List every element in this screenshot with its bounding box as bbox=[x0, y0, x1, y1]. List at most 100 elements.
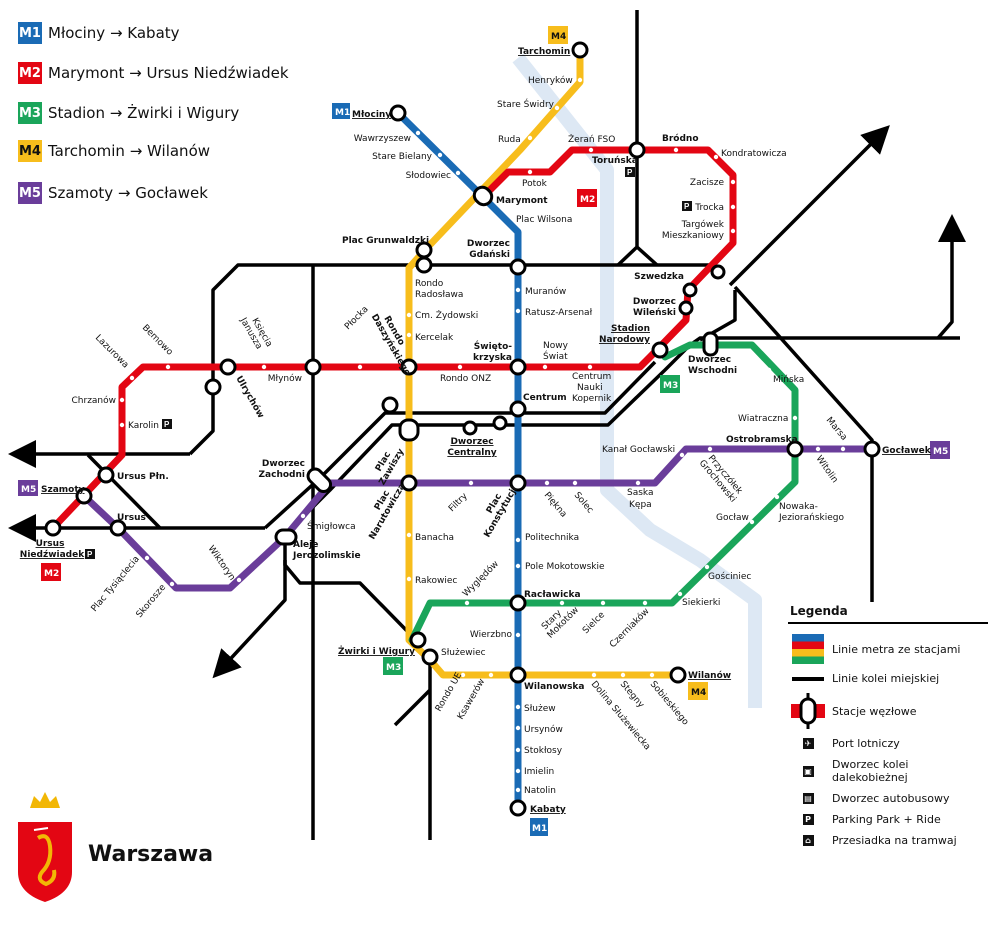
svg-text:P: P bbox=[684, 202, 690, 211]
station-label: Plac Grunwaldzki bbox=[342, 236, 429, 246]
station-label: Banacha bbox=[415, 533, 454, 543]
line-m4[interactable] bbox=[405, 46, 682, 679]
station-label: Witolin bbox=[814, 454, 840, 485]
svg-text:M3: M3 bbox=[663, 381, 678, 391]
legend-item: ✈ Port lotniczy bbox=[790, 737, 1000, 750]
route-label: Szamoty → Gocławek bbox=[48, 184, 208, 202]
station-label: KsięciaJanusza bbox=[237, 310, 274, 353]
station-label: Skorosze bbox=[135, 582, 169, 619]
station-label: Kondratowicza bbox=[721, 149, 787, 159]
station-label: Śmigłowca bbox=[307, 520, 356, 532]
legend-title: Legenda bbox=[790, 604, 848, 618]
svg-text:M1: M1 bbox=[532, 824, 547, 834]
svg-text:M5: M5 bbox=[21, 485, 36, 495]
legend-item: P Parking Park + Ride bbox=[790, 813, 1000, 826]
rail-line bbox=[733, 285, 874, 602]
m3-badge: M3 bbox=[18, 102, 42, 124]
station-label: Wiatraczna bbox=[738, 414, 788, 424]
svg-text:M2: M2 bbox=[44, 569, 59, 579]
station-label: Politechnika bbox=[525, 533, 579, 543]
legend-item: ▤ Dworzec autobusowy bbox=[790, 792, 1000, 805]
station-label: Ruda bbox=[498, 135, 521, 145]
svg-text:M4: M4 bbox=[691, 688, 706, 698]
station-label: Sielce bbox=[581, 610, 607, 636]
legend-item: Linie kolei miejskiej bbox=[790, 672, 1000, 685]
svg-text:M1: M1 bbox=[335, 108, 350, 118]
station-label: Bródno bbox=[662, 133, 699, 144]
legend-item: ⌂ Przesiadka na tramwaj bbox=[790, 834, 1000, 847]
station-label: Wierzbno bbox=[470, 630, 513, 640]
station-label: Cm. Żydowski bbox=[415, 310, 478, 321]
station-label: Ratusz-Arsenał bbox=[525, 308, 593, 318]
station-label: Plac Tysiąclecia bbox=[90, 554, 142, 614]
station-label: Kanał Gocławski bbox=[602, 445, 675, 455]
svg-text:M3: M3 bbox=[386, 663, 401, 673]
interchange-stations[interactable] bbox=[44, 41, 881, 817]
station-label: Henryków bbox=[528, 75, 573, 86]
station-label: Centrum bbox=[523, 393, 567, 403]
station-label: Ursus Płn. bbox=[117, 472, 169, 482]
station-label: Ostrobramska bbox=[726, 435, 798, 445]
rail-line bbox=[283, 540, 411, 635]
route-m4[interactable]: M4 Tarchomin → Wilanów bbox=[18, 140, 210, 162]
station-label: Kercelak bbox=[415, 333, 454, 343]
m4-badge: M4 bbox=[18, 140, 42, 162]
rail-lines bbox=[8, 10, 966, 840]
rail-line bbox=[278, 336, 960, 542]
tram-icon: ⌂ bbox=[802, 835, 814, 846]
m5-badge: M5 bbox=[18, 182, 42, 204]
legend-item: ▣ Dworzec kolei dalekobieżnej bbox=[790, 758, 1000, 784]
station-label: Służew bbox=[524, 704, 556, 714]
station-label: Plac Wilsona bbox=[516, 215, 572, 225]
bus-station-icon: ▤ bbox=[802, 793, 814, 804]
station-label: Stare Bielany bbox=[372, 152, 433, 162]
station-label: Ursynów bbox=[524, 724, 563, 735]
legend-label: Stacje węzłowe bbox=[832, 704, 917, 718]
station-label: Rakowiec bbox=[415, 576, 457, 586]
station-label: Trocka bbox=[694, 203, 724, 213]
route-label: Marymont → Ursus Niedźwiadek bbox=[48, 64, 289, 82]
station-label: Ulrychów bbox=[233, 374, 266, 420]
route-label: Tarchomin → Wilanów bbox=[48, 142, 211, 160]
station-label: Potok bbox=[522, 179, 548, 189]
route-label: Młociny → Kabaty bbox=[48, 24, 180, 42]
rail-line bbox=[188, 263, 715, 456]
station-label: Zacisze bbox=[690, 178, 725, 188]
station-label: Stare Świdry bbox=[497, 98, 555, 110]
station-label: Piękna bbox=[542, 491, 569, 520]
svg-text:P: P bbox=[627, 168, 633, 177]
city-name: Warszawa bbox=[88, 842, 214, 867]
station-label: Młynów bbox=[268, 373, 302, 384]
svg-text:M4: M4 bbox=[551, 32, 566, 42]
rail-line bbox=[263, 360, 657, 530]
train-station-icon: ▣ bbox=[802, 765, 814, 777]
route-m5[interactable]: M5 Szamoty → Gocławek bbox=[18, 182, 208, 204]
line-m3[interactable] bbox=[408, 341, 799, 644]
parking-icons: P P P P bbox=[85, 167, 692, 559]
station-label: Karolin bbox=[128, 421, 159, 431]
legend-label: Przesiadka na tramwaj bbox=[832, 834, 957, 847]
station-label: Płocka bbox=[343, 305, 371, 333]
legend-item: Linie metra ze stacjami bbox=[790, 634, 1000, 664]
svg-text:P: P bbox=[164, 420, 170, 429]
station-label: Siekierki bbox=[682, 598, 720, 608]
rail-line-icon bbox=[790, 676, 826, 681]
station-label: Mińska bbox=[773, 375, 804, 385]
legend-label: Linie kolei miejskiej bbox=[832, 672, 940, 685]
station-label: Chrzanów bbox=[72, 395, 117, 406]
station-label: Sobieskiego bbox=[648, 680, 691, 728]
station-label: Wiktoryn bbox=[206, 544, 237, 583]
